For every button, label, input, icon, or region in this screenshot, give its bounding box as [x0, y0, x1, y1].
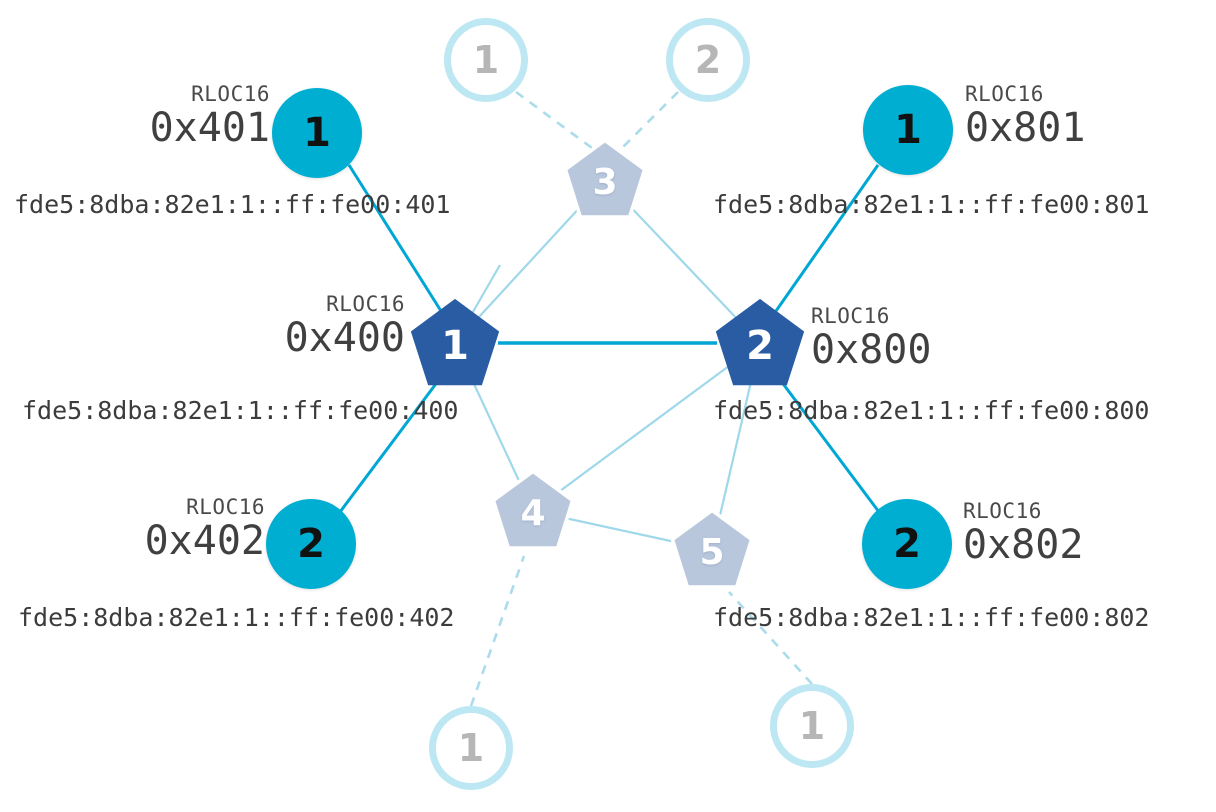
- ipv6-address-0x802: fde5:8dba:82e1:1::ff:fe00:802: [713, 603, 1150, 632]
- node-badge: 4: [520, 493, 546, 534]
- pentagon-icon: [670, 508, 754, 589]
- label-block-0x800: RLOC16 0x800: [811, 305, 1061, 371]
- node-badge: 1: [441, 323, 469, 369]
- link-child801-router800: [774, 164, 880, 312]
- rloc-value: 0x802: [963, 522, 1084, 569]
- link-child802-router800: [776, 376, 884, 517]
- active-links: [335, 164, 884, 517]
- pentagon-icon: [410, 298, 500, 386]
- label-block-0x401: RLOC16 0x401: [20, 83, 270, 149]
- child-node-0x402[interactable]: 2: [266, 499, 356, 589]
- child-node-0x802[interactable]: 2: [862, 499, 952, 589]
- ghost-child-node-bottom-right[interactable]: 1: [770, 684, 854, 768]
- label-block-0x400: RLOC16 0x400: [155, 293, 405, 359]
- link-child402-router400: [335, 376, 443, 517]
- link-ghostchild-bottomleft-ghost4: [469, 555, 526, 707]
- ghost-router-node-3[interactable]: 3: [561, 136, 649, 224]
- rloc-value: 0x800: [811, 327, 932, 374]
- ghost-child-node-top-left[interactable]: 1: [444, 18, 528, 102]
- label-block-0x402: RLOC16 0x402: [20, 496, 265, 562]
- node-badge: 3: [592, 162, 618, 203]
- pentagon-icon: [715, 298, 805, 386]
- node-badge: 2: [694, 38, 722, 82]
- ghost-child-node-bottom-left[interactable]: 1: [429, 706, 513, 790]
- rloc-caption: RLOC16: [963, 499, 1042, 523]
- router-node-0x400[interactable]: 1: [407, 295, 503, 391]
- ipv6-address-0x400: fde5:8dba:82e1:1::ff:fe00:400: [22, 396, 459, 425]
- ghost-child-node-top-right[interactable]: 2: [666, 18, 750, 102]
- rloc-caption: RLOC16: [965, 82, 1044, 106]
- node-badge: 2: [893, 521, 921, 567]
- link-ghostchild-topright-ghost3: [621, 91, 679, 149]
- ipv6-address-0x401: fde5:8dba:82e1:1::ff:fe00:401: [14, 190, 451, 219]
- ipv6-address-0x800: fde5:8dba:82e1:1::ff:fe00:800: [713, 396, 1150, 425]
- child-node-0x801[interactable]: 1: [863, 85, 953, 175]
- router-node-0x800[interactable]: 2: [712, 295, 808, 391]
- ipv6-address-0x402: fde5:8dba:82e1:1::ff:fe00:402: [18, 603, 455, 632]
- pentagon-icon: [563, 138, 647, 219]
- link-child401-router400: [347, 164, 443, 312]
- link-ghostchild-bottomright-ghost5: [728, 591, 813, 685]
- rloc-caption: RLOC16: [326, 292, 405, 316]
- node-badge: 2: [746, 323, 774, 369]
- rloc-value: 0x400: [284, 315, 405, 362]
- rloc-value: 0x801: [965, 105, 1086, 152]
- node-badge: 1: [472, 38, 500, 82]
- label-block-0x802: RLOC16 0x802: [963, 500, 1213, 566]
- rloc-caption: RLOC16: [186, 495, 265, 519]
- node-badge: 1: [457, 726, 485, 770]
- rloc-caption: RLOC16: [191, 82, 270, 106]
- node-badge: 1: [303, 110, 331, 156]
- rloc-value: 0x401: [149, 105, 270, 152]
- node-badge: 5: [699, 532, 725, 573]
- ghost-router-node-4[interactable]: 4: [489, 467, 577, 555]
- node-badge: 1: [894, 107, 922, 153]
- rloc-value: 0x402: [144, 518, 265, 565]
- pentagon-icon: [491, 469, 575, 550]
- child-node-0x401[interactable]: 1: [272, 88, 362, 178]
- ghost-router-node-5[interactable]: 5: [668, 506, 756, 594]
- link-router800-ghost4: [532, 342, 761, 512]
- label-block-0x801: RLOC16 0x801: [965, 83, 1215, 149]
- ipv6-address-0x801: fde5:8dba:82e1:1::ff:fe00:801: [713, 190, 1150, 219]
- rloc-caption: RLOC16: [811, 304, 890, 328]
- node-badge: 2: [297, 521, 325, 567]
- node-badge: 1: [798, 704, 826, 748]
- dashed-child-links: [469, 90, 813, 707]
